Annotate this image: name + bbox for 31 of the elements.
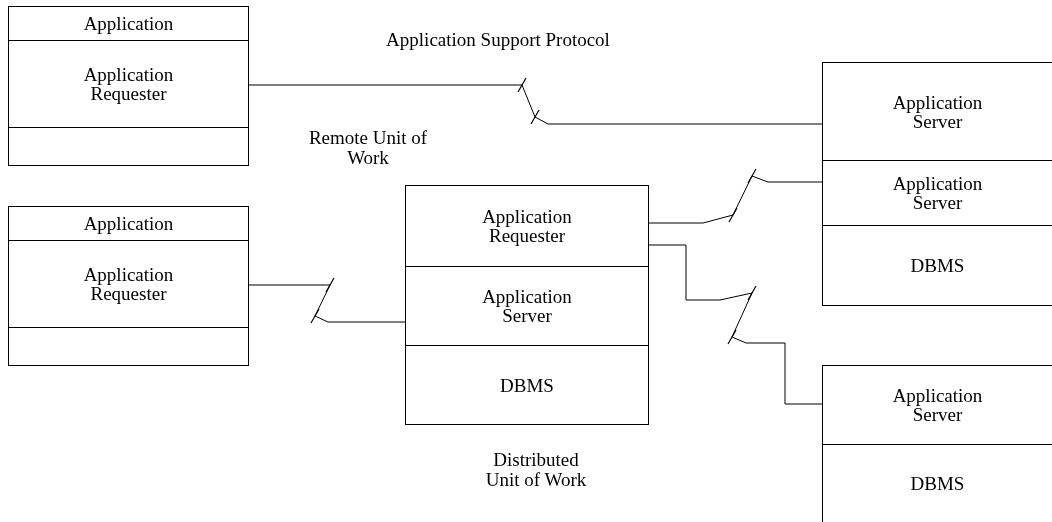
stack-cell bbox=[405, 266, 649, 346]
cell-label: DBMS bbox=[909, 256, 966, 275]
cell-label: Application bbox=[82, 14, 175, 33]
stack-cell bbox=[405, 185, 649, 267]
cell-label: Application Server bbox=[481, 287, 573, 325]
stack-cell bbox=[8, 206, 249, 241]
stack-cell bbox=[822, 62, 1052, 161]
cell-label: Application Server bbox=[891, 386, 984, 424]
stack-cell bbox=[405, 345, 649, 425]
stack-cell bbox=[8, 6, 249, 41]
cell-label: Application Requester bbox=[481, 207, 573, 245]
stack-cell bbox=[822, 225, 1052, 306]
empty-cell bbox=[8, 327, 249, 366]
cell-label: Application Requester bbox=[82, 265, 175, 303]
network-link bbox=[248, 84, 823, 125]
cell-label: Application Requester bbox=[82, 65, 175, 103]
stack-cell bbox=[8, 40, 249, 128]
cell-label: Application Server bbox=[891, 92, 984, 131]
network-link bbox=[648, 244, 823, 405]
cell-label: Application bbox=[82, 214, 175, 233]
stack-cell bbox=[822, 365, 1052, 445]
cell-label: DBMS bbox=[909, 474, 966, 493]
empty-cell bbox=[8, 127, 249, 166]
cell-label: Application Server bbox=[891, 174, 984, 212]
cell-label: DBMS bbox=[499, 375, 555, 395]
unit-of-work-label: Remote Unit of Work bbox=[308, 128, 428, 168]
stack-cell bbox=[8, 240, 249, 328]
protocol-label: Application Support Protocol bbox=[385, 30, 611, 50]
unit-of-work-label: Distributed Unit of Work bbox=[484, 450, 588, 490]
network-link bbox=[648, 175, 823, 224]
network-link bbox=[248, 284, 406, 323]
